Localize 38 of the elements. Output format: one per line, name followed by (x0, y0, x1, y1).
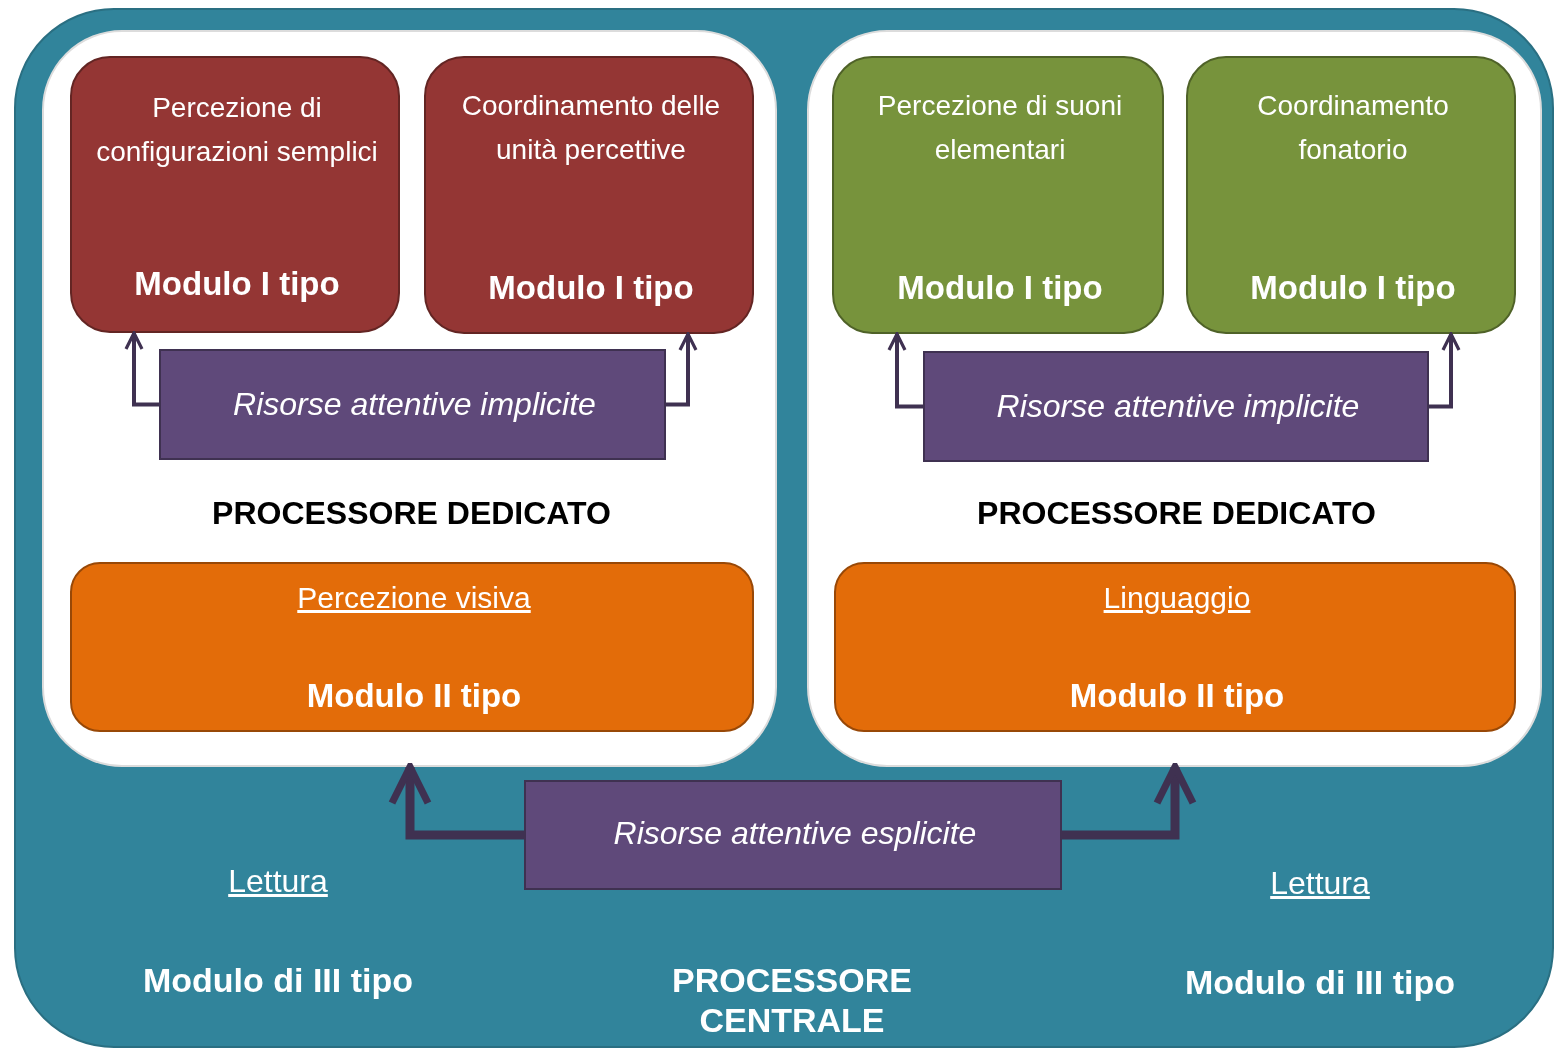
module-box (1186, 56, 1516, 334)
module-type-label: Modulo I tipo (1249, 268, 1457, 308)
module-type-label: Modulo II tipo (305, 676, 523, 716)
module-type-label: Modulo di III tipo (141, 960, 414, 1000)
module-type-label: Modulo di III tipo (1183, 962, 1456, 1002)
module-name: Lettura (1269, 864, 1371, 903)
processor-panel (807, 30, 1542, 767)
module-description: Coordinamento delle unità percettive (460, 89, 722, 167)
arrow (1429, 332, 1461, 409)
central-processor-panel (14, 8, 1554, 1048)
module-box (834, 562, 1516, 732)
module-name: Linguaggio (1102, 580, 1252, 616)
module-type-label: Modulo I tipo (487, 268, 695, 308)
module-name: Percezione visiva (296, 580, 532, 616)
resource-label: Risorse attentive esplicite (612, 814, 978, 853)
resource-box (524, 780, 1062, 890)
arrow (666, 332, 698, 407)
module-name: Lettura (227, 862, 329, 901)
module-box (424, 56, 754, 334)
resource-label: Risorse attentive implicite (995, 387, 1361, 426)
resource-box (159, 349, 666, 460)
module-box (70, 56, 400, 333)
panel-title: PROCESSORE CENTRALE (671, 960, 913, 1040)
resource-label: Risorse attentive implicite (232, 385, 597, 424)
arrow (124, 331, 159, 407)
panel-title: PROCESSORE DEDICATO (976, 494, 1377, 533)
module-description: Coordinamento fonatorio (1256, 89, 1450, 167)
arrow (887, 332, 923, 409)
module-type-label: Modulo I tipo (896, 268, 1104, 308)
resource-box (923, 351, 1429, 462)
module-type-label: Modulo I tipo (133, 264, 341, 304)
module-description: Percezione di suoni elementari (876, 89, 1124, 167)
module-type-label: Modulo II tipo (1068, 676, 1286, 716)
module-box (832, 56, 1164, 334)
panel-title: PROCESSORE DEDICATO (211, 494, 612, 533)
processor-panel (42, 30, 777, 767)
module-box (70, 562, 754, 732)
module-description: Percezione di configurazioni semplici (95, 91, 379, 169)
